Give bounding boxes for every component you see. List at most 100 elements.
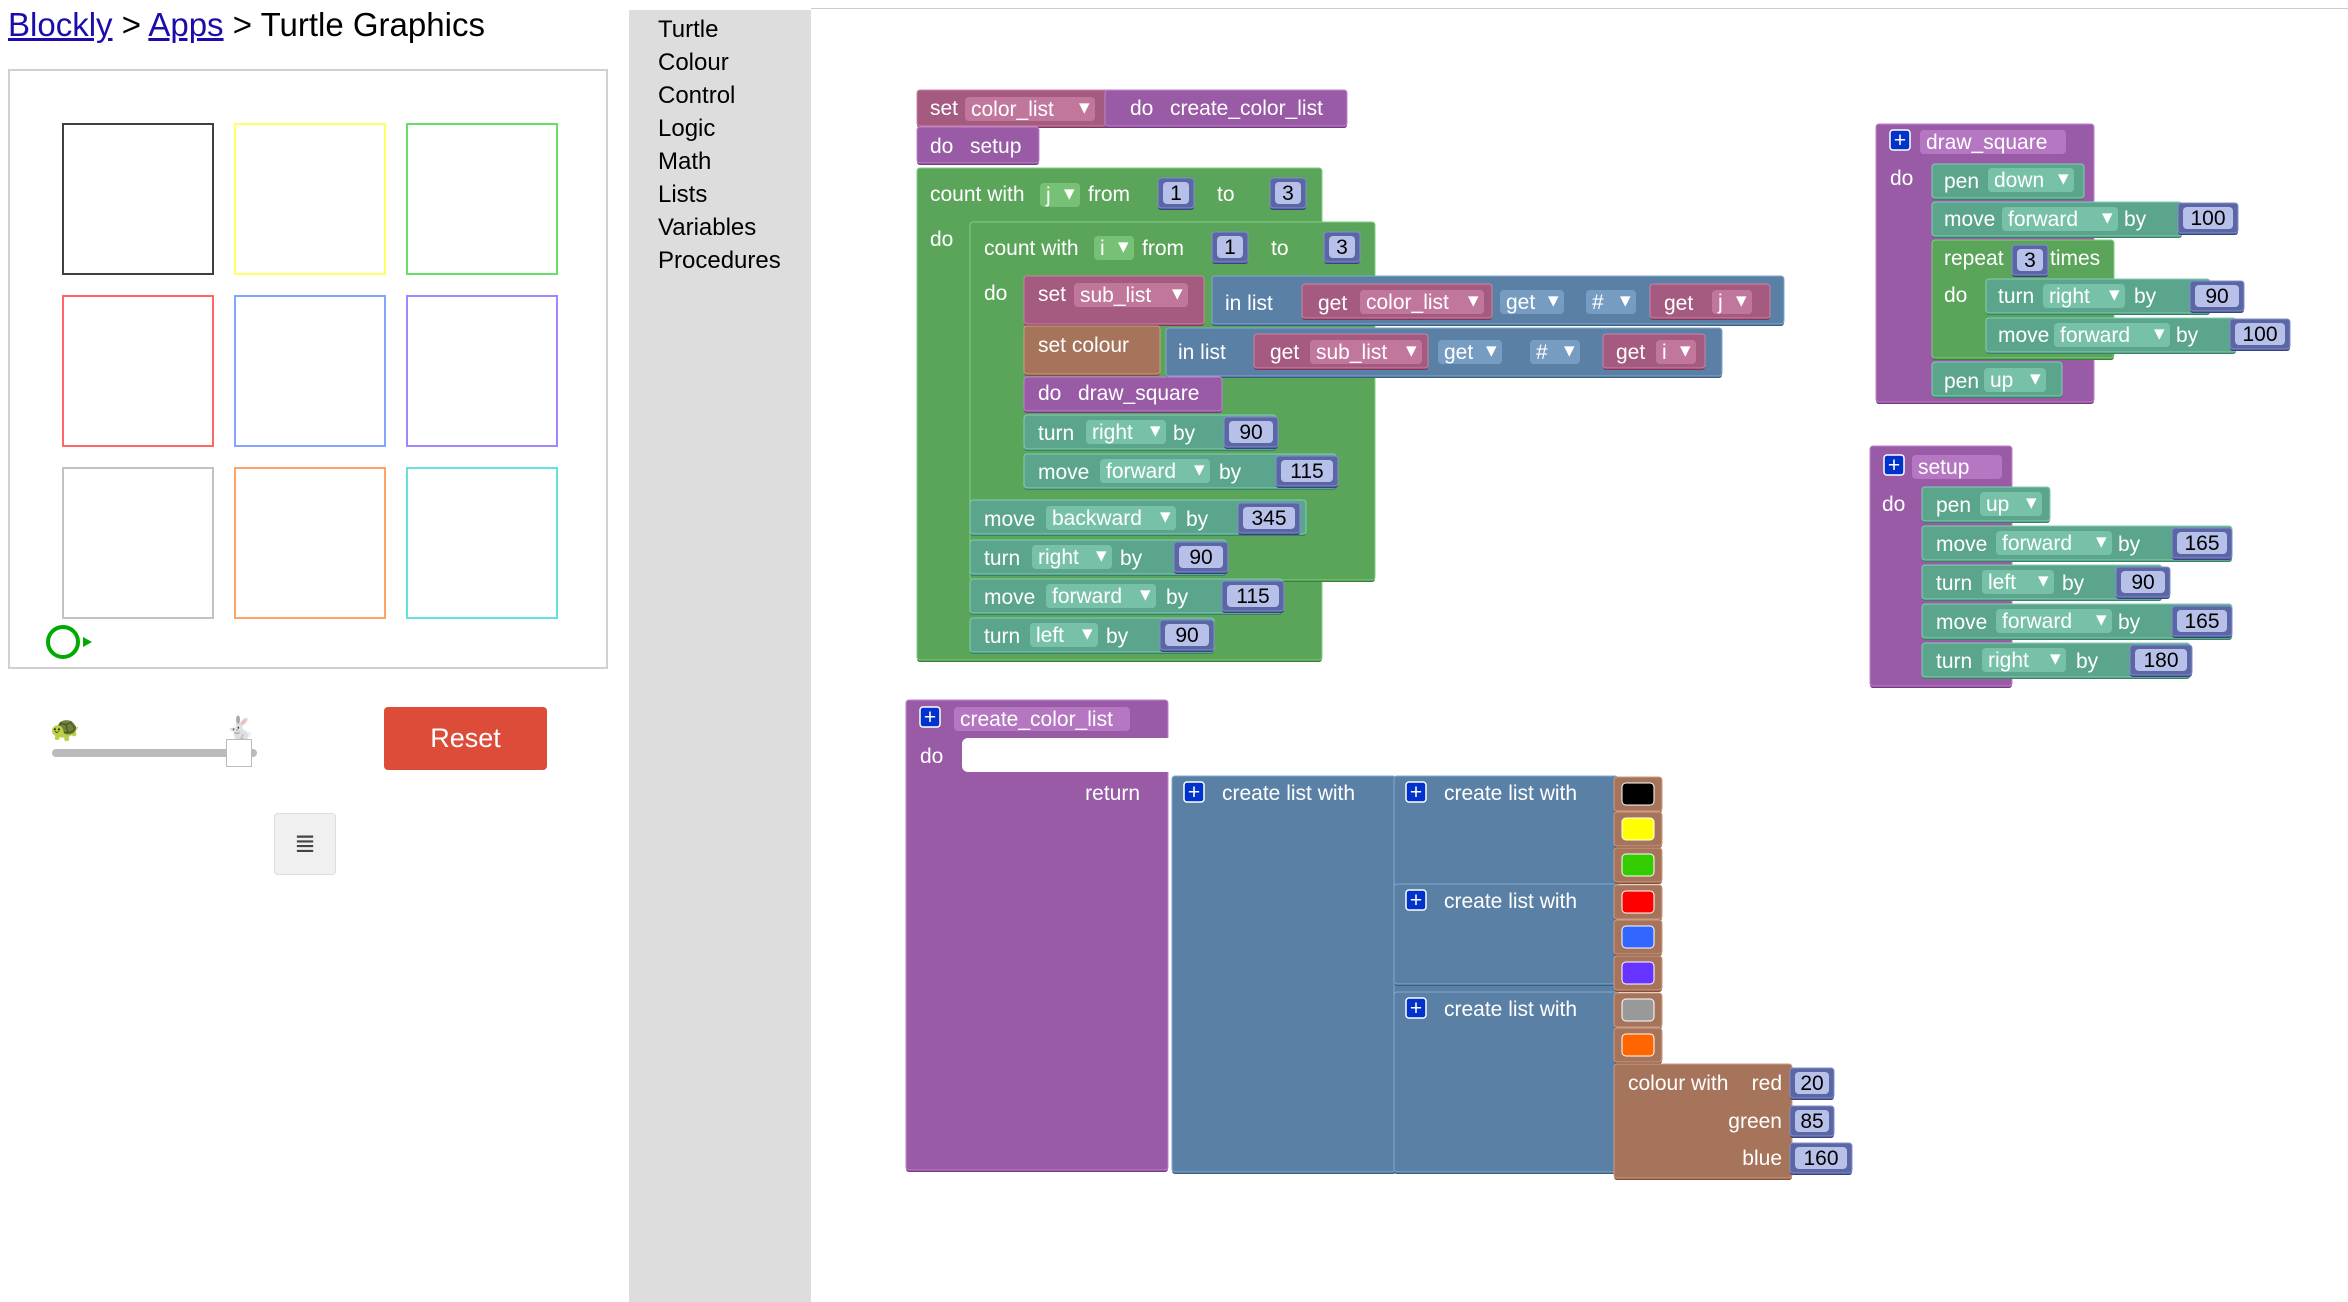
mutator-plus-icon[interactable] [1405,889,1427,911]
colour-swatch[interactable] [1621,853,1655,877]
direction-dropdown[interactable] [1046,584,1156,608]
plus-glyph: + [1410,781,1422,804]
direction-dropdown[interactable] [1982,570,2054,594]
toolbox-category-procedures[interactable]: Procedures [658,247,781,274]
breadcrumb-separator: > [121,6,141,43]
toolbox-category-control[interactable]: Control [658,82,736,109]
direction-dropdown[interactable] [1032,545,1112,569]
pen-dropdown[interactable] [1988,168,2074,192]
plus-glyph: + [924,706,936,729]
pen-dropdown[interactable] [1984,368,2046,392]
number-field[interactable] [2121,571,2165,593]
reset-button[interactable]: Reset [384,707,547,770]
direction-dropdown[interactable] [1996,609,2112,633]
direction-dropdown[interactable] [2002,207,2118,231]
number-field[interactable] [1179,546,1223,568]
number-field[interactable] [2235,323,2285,345]
speed-slider[interactable]: 🐢 🐇 [50,715,260,767]
direction-dropdown[interactable] [1046,506,1176,530]
mutator-plus-icon[interactable] [1183,781,1205,803]
list-mode-dropdown[interactable] [1500,290,1564,314]
number-field[interactable] [2195,285,2239,307]
pen-dropdown[interactable] [1980,492,2042,516]
toolbox-category-variables[interactable]: Variables [658,214,757,241]
colour-swatch[interactable] [1621,925,1655,949]
loop-variable-dropdown[interactable] [1040,183,1080,207]
colour-swatch[interactable] [1621,1033,1655,1057]
number-field[interactable] [1227,585,1279,607]
number-field[interactable] [1281,460,1333,482]
procedure-name-field[interactable] [1912,455,2002,479]
procedure-name-field[interactable] [954,707,1130,731]
number-field[interactable] [1229,421,1273,443]
number-field[interactable] [1165,624,1209,646]
number-field[interactable] [1275,182,1301,204]
block-label: set colour [1038,334,1129,357]
number-field[interactable] [1795,1072,1829,1094]
toolbox-category-logic[interactable]: Logic [658,115,716,142]
number-field[interactable] [1243,507,1295,529]
call-create-color-list-block[interactable] [1104,89,1348,127]
mutator-plus-icon[interactable] [1883,454,1905,476]
number-field[interactable] [1217,236,1243,258]
number-field[interactable] [2183,207,2233,229]
chevron-down-icon: ▾ [1064,182,1075,205]
field-label: left [1036,624,1064,647]
variable-dropdown[interactable] [1656,340,1696,364]
direction-dropdown[interactable] [1996,531,2112,555]
direction-dropdown[interactable] [1030,623,1098,647]
toolbox-category-math[interactable]: Math [658,148,712,175]
variable-dropdown[interactable] [965,97,1095,121]
colour-swatch[interactable] [1621,998,1655,1022]
list-mode-dropdown[interactable] [1438,340,1502,364]
direction-dropdown[interactable] [2043,284,2125,308]
number-field[interactable] [1795,1147,1847,1169]
direction-dropdown[interactable] [1086,420,1166,444]
block-label: colour with [1628,1072,1728,1095]
breadcrumb-link-blockly[interactable]: Blockly [8,6,113,43]
set-colour-block[interactable] [1023,325,1161,375]
mutator-plus-icon[interactable] [1405,997,1427,1019]
procedure-name-field[interactable] [1920,130,2066,154]
number-field[interactable] [2177,610,2227,632]
toolbox-category-lists[interactable]: Lists [658,181,708,208]
block-label: by [1186,508,1209,531]
number-field[interactable] [2017,249,2043,271]
number-field[interactable] [2135,649,2187,671]
colour-swatch[interactable] [1621,782,1655,806]
toolbox-category-turtle[interactable]: Turtle [658,16,719,43]
mutator-plus-icon[interactable] [1405,781,1427,803]
direction-dropdown[interactable] [2054,323,2170,347]
slider-handle[interactable] [226,739,253,767]
field-label: color_list [971,98,1054,121]
number-field[interactable] [1329,236,1355,258]
variable-dropdown[interactable] [1074,283,1188,307]
colour-swatch[interactable] [1621,961,1655,985]
call-draw-square-block[interactable] [1023,376,1223,412]
toolbox-category-colour[interactable]: Colour [658,49,729,76]
number-field[interactable] [1795,1110,1829,1132]
variable-dropdown[interactable] [1310,340,1422,364]
list-where-dropdown[interactable] [1530,340,1580,364]
colour-swatch[interactable] [1621,890,1655,914]
call-setup-block[interactable] [916,126,1040,164]
variable-dropdown[interactable] [1360,290,1484,314]
direction-dropdown[interactable] [1100,459,1210,483]
define-create-color-list-block[interactable] [905,699,1169,1171]
mutator-plus-icon[interactable] [1889,129,1911,151]
list-where-dropdown[interactable] [1586,290,1636,314]
breadcrumb-link-apps[interactable]: Apps [148,6,224,43]
show-code-button[interactable]: ≣ [274,813,336,875]
block-label: do [984,282,1007,305]
number-field[interactable] [2177,532,2227,554]
colour-swatch[interactable] [1621,817,1655,841]
mutator-plus-icon[interactable] [919,706,941,728]
number-field[interactable] [1163,182,1189,204]
loop-variable-dropdown[interactable] [1094,236,1134,260]
slider-track[interactable] [52,749,257,757]
variable-dropdown[interactable] [1712,290,1752,314]
block-label: create_color_list [1170,97,1323,120]
direction-dropdown[interactable] [1982,648,2066,672]
create-list-block[interactable] [1171,775,1397,1173]
